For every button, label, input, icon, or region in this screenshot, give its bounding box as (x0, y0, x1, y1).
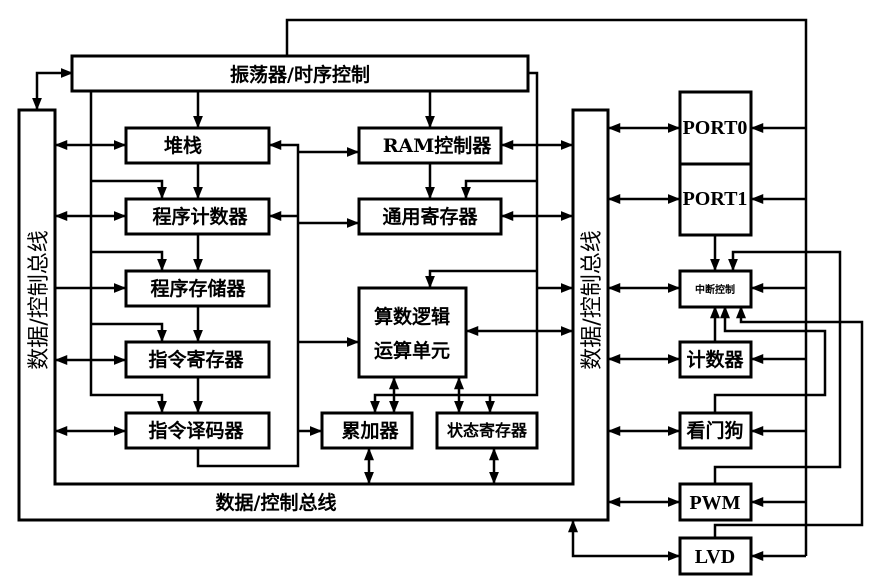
port1-box (678, 162, 753, 237)
instruction-decoder-box (124, 411, 271, 450)
accumulator-box (320, 411, 414, 450)
lvd-box (678, 536, 753, 576)
interrupt-controller-label: 中断控制 (695, 283, 735, 296)
alu-label-line2: 运算单元 (374, 339, 450, 362)
accumulator-label: 累加器 (341, 420, 399, 442)
decoder-control-line (196, 140, 300, 468)
clock-to-alu (425, 269, 537, 289)
program-counter-label: 程序计数器 (152, 205, 248, 228)
instruction-decoder-label: 指令译码器 (148, 419, 244, 442)
counter-label: 计数器 (686, 348, 744, 371)
program-memory-box (124, 269, 271, 308)
ram-controller-box (357, 126, 503, 165)
outer-bus-frame (17, 108, 610, 522)
alu-box (357, 286, 468, 379)
port1-label: PORT1 (683, 188, 748, 210)
general-register-box (357, 197, 503, 236)
left-clock-line (89, 91, 167, 414)
clock-to-pm (91, 250, 167, 272)
osc-to-left-bus (32, 68, 74, 111)
stack-label: 堆栈 (164, 134, 202, 157)
bus-lvd (568, 519, 681, 561)
program-memory-label: 程序存储器 (150, 277, 246, 300)
pwm-box (678, 482, 753, 522)
status-register-label: 状态寄存器 (447, 421, 528, 440)
stack-box (124, 126, 271, 165)
clock-to-ir (91, 322, 167, 343)
general-register-label: 通用寄存器 (382, 205, 478, 228)
pwm-to-int (713, 250, 842, 484)
instruction-register-label: 指令寄存器 (148, 348, 244, 371)
clock-to-gpr (461, 179, 537, 200)
clock-to-pc (91, 179, 167, 200)
program-counter-box (124, 197, 271, 236)
ram-controller-label: RAM控制器 (383, 134, 493, 157)
alu-label-line1: 算数逻辑 (374, 305, 450, 328)
pwm-label: PWM (689, 492, 740, 514)
status-register-box (435, 411, 539, 450)
oscillator-label: 振荡器/时序控制 (230, 63, 370, 86)
port0-label: PORT0 (683, 117, 748, 139)
instruction-register-box (124, 340, 271, 379)
lvd-to-int (713, 305, 864, 538)
counter-box (678, 340, 753, 379)
watchdog-label: 看门狗 (685, 419, 743, 442)
bottom-bus-label: 数据/控制总线 (216, 491, 337, 514)
watchdog-to-int (713, 305, 827, 413)
right-clock-line (370, 71, 539, 414)
watchdog-box (678, 411, 753, 450)
lvd-label: LVD (695, 546, 735, 568)
interrupt-controller-box (678, 269, 753, 309)
left-bus-label: 数据/控制总线 (27, 230, 52, 369)
right-bus-label: 数据/控制总线 (580, 230, 605, 369)
